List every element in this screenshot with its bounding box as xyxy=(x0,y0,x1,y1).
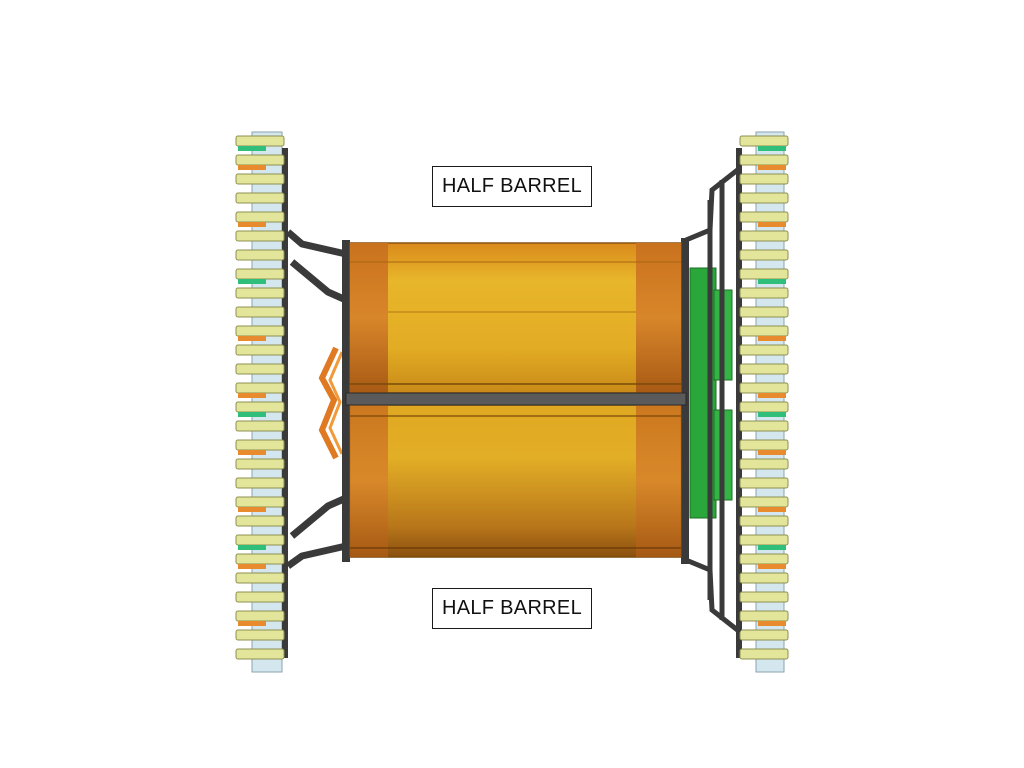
left-disk-slat xyxy=(235,591,285,603)
right-disk-slat xyxy=(739,629,789,641)
right-disk-accent xyxy=(758,222,786,227)
right-disk-slat xyxy=(739,610,789,622)
left-disk-accent xyxy=(238,450,266,455)
left-disk-accent xyxy=(238,621,266,626)
top-left-band xyxy=(350,243,388,393)
left-disk-accent xyxy=(238,564,266,569)
left-disk-slat xyxy=(235,534,285,546)
right-disk-slat xyxy=(739,363,789,375)
left-disk-slat xyxy=(235,135,285,147)
right-disk-accent xyxy=(758,412,786,417)
left-disk-slat xyxy=(235,401,285,413)
right-disk-accent xyxy=(758,621,786,626)
left-disk-slat xyxy=(235,192,285,204)
left-disk-slat xyxy=(235,344,285,356)
left-disk-slat xyxy=(235,287,285,299)
left-cable-bundle xyxy=(318,346,344,460)
right-disk-slat xyxy=(739,496,789,508)
right-disk-slat xyxy=(739,287,789,299)
half-barrel-bottom xyxy=(349,404,682,558)
right-disk-slat xyxy=(739,420,789,432)
right-disk-accent xyxy=(758,450,786,455)
left-disk-accent xyxy=(238,279,266,284)
right-disk-accent xyxy=(758,507,786,512)
right-endcap-rail xyxy=(736,148,742,658)
left-disk-slat xyxy=(235,420,285,432)
right-disk-slat xyxy=(739,344,789,356)
left-disk-slat xyxy=(235,629,285,641)
left-disk-accent xyxy=(238,507,266,512)
right-disk-slat xyxy=(739,135,789,147)
left-disk-slat xyxy=(235,477,285,489)
left-disk-accent xyxy=(238,412,266,417)
left-disk-accent xyxy=(238,146,266,151)
left-disk-slat xyxy=(235,382,285,394)
right-disk-slat xyxy=(739,211,789,223)
left-disk-accent xyxy=(238,336,266,341)
right-disk-slat xyxy=(739,249,789,261)
right-disk-slat xyxy=(739,553,789,565)
bottom-right-band xyxy=(636,405,681,557)
left-disk-slat xyxy=(235,230,285,242)
left-disk-slat xyxy=(235,306,285,318)
left-disk-slat xyxy=(235,553,285,565)
right-disk-slat xyxy=(739,192,789,204)
left-disk-accent xyxy=(238,222,266,227)
half-barrel-label-bottom: HALF BARREL xyxy=(432,588,592,629)
left-disk-slat xyxy=(235,458,285,470)
right-disk-accent xyxy=(758,564,786,569)
left-endcap-rail xyxy=(282,148,288,658)
right-disk-slat xyxy=(739,230,789,242)
right-disk-slat xyxy=(739,572,789,584)
left-disk-slat xyxy=(235,154,285,166)
right-support-frame xyxy=(685,166,742,634)
left-disk-slat xyxy=(235,268,285,280)
top-right-band xyxy=(636,243,681,393)
right-disk-accent xyxy=(758,393,786,398)
right-disk-slat xyxy=(739,401,789,413)
half-barrel-label-top: HALF BARREL xyxy=(432,166,592,207)
right-disk-accent xyxy=(758,545,786,550)
left-disk-accent xyxy=(238,165,266,170)
right-disk-slat xyxy=(739,268,789,280)
left-disk-slat xyxy=(235,439,285,451)
right-disk-slat xyxy=(739,306,789,318)
left-disk-slat xyxy=(235,249,285,261)
right-disk-accent xyxy=(758,336,786,341)
left-disk-slat xyxy=(235,648,285,660)
half-barrel-top xyxy=(349,242,682,394)
left-endcap xyxy=(235,131,288,673)
left-disk-slat xyxy=(235,363,285,375)
right-disk-accent xyxy=(758,279,786,284)
right-disk-slat xyxy=(739,154,789,166)
right-disk-slat xyxy=(739,591,789,603)
right-disk-slat xyxy=(739,477,789,489)
barrel-split-seam xyxy=(345,392,687,406)
right-disk-slat xyxy=(739,648,789,660)
left-disk-slat xyxy=(235,325,285,337)
right-disk-slat xyxy=(739,458,789,470)
left-disk-accent xyxy=(238,545,266,550)
right-disk-slat xyxy=(739,173,789,185)
right-disk-slat xyxy=(739,439,789,451)
right-endcap xyxy=(685,131,789,673)
right-disk-slat xyxy=(739,515,789,527)
left-disk-accent xyxy=(238,393,266,398)
left-disk-slat xyxy=(235,515,285,527)
bottom-left-band xyxy=(350,405,388,557)
right-disk-accent xyxy=(758,146,786,151)
left-disk-slat xyxy=(235,173,285,185)
left-disk-slat xyxy=(235,496,285,508)
right-disk-slat xyxy=(739,325,789,337)
left-disk-slat xyxy=(235,610,285,622)
right-disk-slat xyxy=(739,382,789,394)
right-disk-accent xyxy=(758,165,786,170)
right-disk-slat xyxy=(739,534,789,546)
left-disk-slat xyxy=(235,572,285,584)
left-support-frame xyxy=(285,229,348,569)
left-disk-slat xyxy=(235,211,285,223)
